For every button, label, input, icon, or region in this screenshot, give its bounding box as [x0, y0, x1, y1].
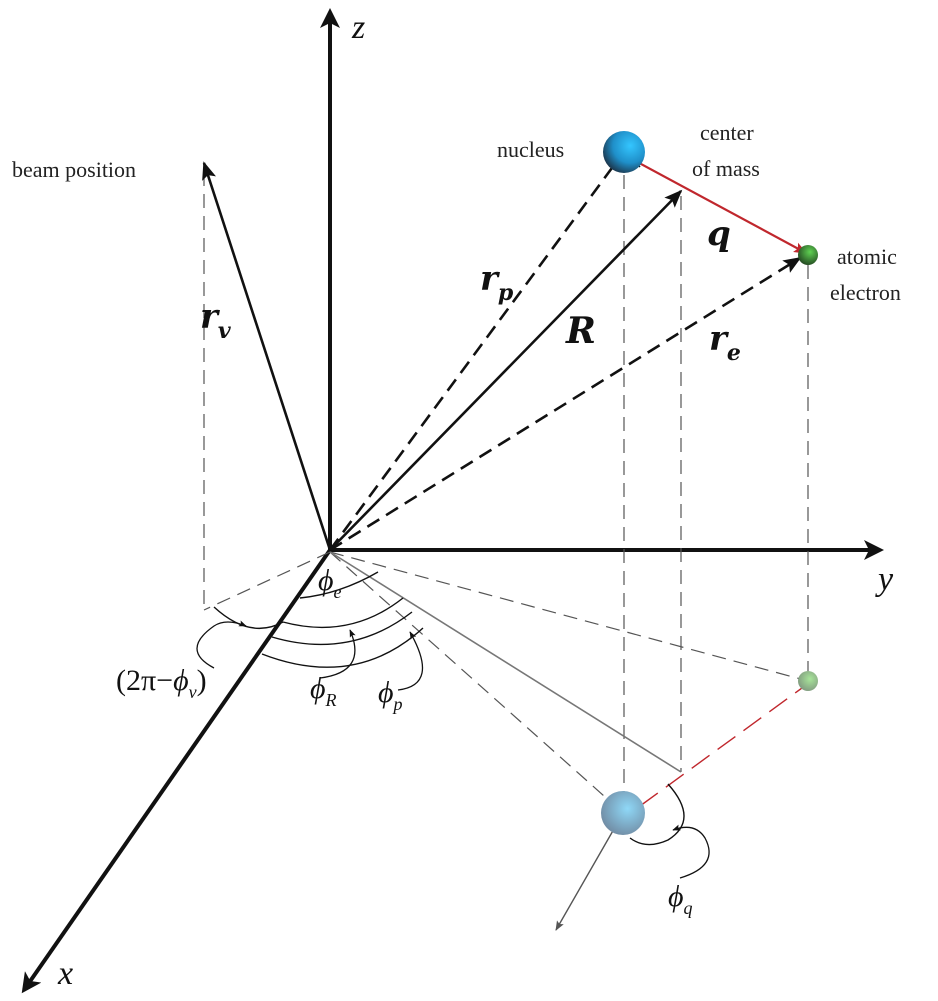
nucleus-projection-sphere: [601, 791, 645, 835]
two-pi-minus-phi-v-label: (2π−ϕv): [116, 664, 207, 702]
phi-v-arc: [213, 606, 284, 629]
beam-position-label: beam position: [12, 157, 136, 182]
phi-R-pointer: [319, 629, 356, 679]
electron-projection-sphere: [798, 671, 818, 691]
phi-big-arc: [261, 627, 424, 668]
phi-R-label: ϕR: [310, 672, 337, 710]
r-p-label: rp: [480, 259, 514, 306]
phi-p-pointer: [397, 631, 424, 691]
nucleus-label: nucleus: [497, 137, 564, 162]
particles: [601, 131, 818, 835]
atomic-electron-label-line1: atomic: [837, 244, 897, 269]
phi-q-arc: [629, 783, 685, 846]
phi-e-label: ϕe: [318, 564, 342, 602]
q-perp-arrow: [555, 814, 623, 931]
r-p-vector: [328, 151, 625, 551]
electron-plane-projection: [329, 551, 809, 682]
q-vector: [629, 157, 808, 254]
com-plane-projection: [329, 551, 682, 773]
r-v-vector: [202, 161, 332, 551]
vertical-projections: [203, 172, 809, 793]
r-e-label: re: [709, 319, 741, 366]
angle-arcs: [213, 571, 685, 846]
beam-plane-projection: [203, 551, 331, 611]
r-e-vector: [329, 256, 802, 552]
nucleus-plane-projection: [329, 551, 623, 813]
phi-q-pointer: [672, 824, 710, 879]
phi-R-arc: [282, 597, 404, 629]
phi-p-label: ϕp: [378, 676, 403, 714]
phi-q-label: ϕq: [668, 880, 693, 918]
r-v-label: rv: [200, 297, 231, 344]
q-plane-projection: [639, 687, 803, 807]
nucleus-sphere: [603, 131, 645, 173]
z-axis-label: z: [351, 9, 365, 46]
phi-v-pointer: [196, 620, 247, 669]
phi-p-arc: [271, 611, 413, 646]
phi-e-arc: [299, 571, 379, 599]
R-label: R: [565, 310, 596, 352]
R-vector: [329, 189, 683, 551]
x-axis-label: x: [57, 955, 73, 992]
center-of-mass-label-line2: of mass: [692, 156, 760, 181]
y-axis-label: y: [875, 561, 894, 598]
atomic-electron-label-line2: electron: [830, 280, 901, 305]
plane-projections: [203, 551, 809, 931]
x-axis: [21, 548, 332, 994]
angle-pointers: [196, 620, 710, 879]
center-of-mass-label-line1: center: [700, 120, 754, 145]
q-label: q: [707, 214, 731, 254]
electron-sphere: [798, 245, 818, 265]
